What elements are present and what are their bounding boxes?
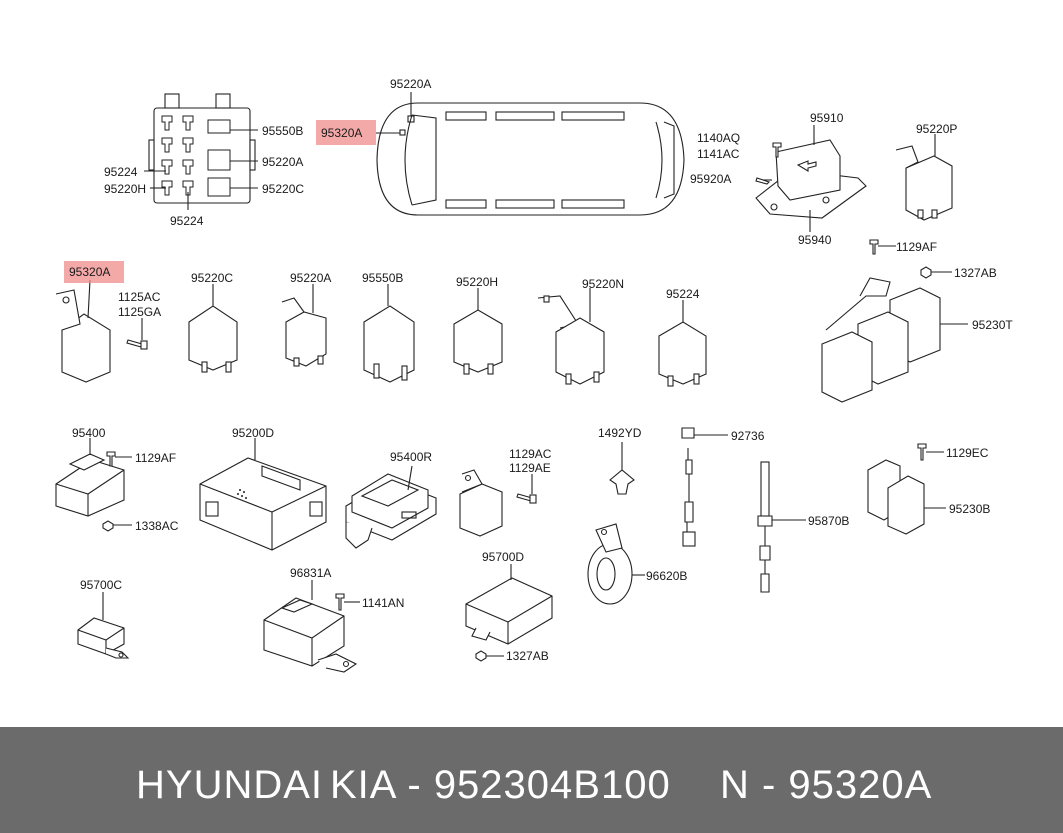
label-95320a-vehicle: 95320A [321, 126, 362, 140]
label-1125ac: 1125AC [118, 290, 161, 304]
module-95700c: 95700C [77, 578, 130, 659]
bolt-1125ac: 1125AC 1125GA [118, 290, 161, 350]
label-95220h: 95220H [456, 275, 498, 289]
label-95220a: 95220A [390, 77, 431, 91]
parts-diagram: 95550B 95220A 95220C 95224 95220H 95224 … [55, 77, 1013, 673]
bolt-1129af-top: 1129AF [869, 239, 937, 255]
label-95220a: 95220A [290, 271, 331, 285]
label-95550b: 95550B [362, 271, 403, 285]
label-95910: 95910 [810, 111, 844, 125]
label-1141an: 1141AN [362, 596, 404, 610]
label-95920a: 95920A [690, 172, 731, 186]
label-95220c: 95220C [191, 271, 233, 285]
label-95940: 95940 [798, 233, 832, 247]
module-95400: 95400 1129AF 1338AC [55, 426, 179, 533]
label-96831a: 96831A [290, 566, 331, 580]
label-1492yd: 1492YD [598, 426, 642, 440]
part-number-footer: HYUNDAI KIA - 952304B100 N - 95320A [0, 727, 1063, 833]
part-number-text: N - 95320A [720, 763, 933, 807]
oem-number-text: KIA - 952304B100 [330, 763, 671, 807]
vehicle-outline: 95220A 95320A [316, 77, 685, 216]
label-95200d: 95200D [232, 426, 274, 440]
relay-small-bracket [459, 469, 503, 537]
label-95400: 95400 [72, 426, 106, 440]
label-1327ab: 1327AB [506, 649, 549, 663]
relay-95220c: 95220C [188, 271, 238, 373]
nut-1327ab-top: 1327AB [920, 266, 997, 280]
label-95220n: 95220N [582, 277, 624, 291]
label-95224: 95224 [170, 214, 204, 228]
label-96620b: 96620B [646, 569, 687, 583]
relay-95220p: 95220P [895, 122, 957, 221]
label-1327ab: 1327AB [954, 266, 997, 280]
horn-96620b: 96620B [587, 523, 687, 605]
module-95200d: 95200D [199, 426, 327, 551]
module-95700d: 95700D 1327AB [465, 550, 553, 663]
label-95700c: 95700C [80, 578, 122, 592]
label-95220p: 95220P [916, 122, 957, 136]
label-95220a: 95220A [262, 155, 303, 169]
label-95320a: 95320A [69, 265, 110, 279]
bolt-1141an: 1141AN [335, 593, 404, 611]
label-1125ga: 1125GA [118, 305, 161, 319]
relay-95224: 95224 [658, 287, 707, 387]
label-95870b: 95870B [808, 514, 849, 528]
module-96831a: 96831A [263, 566, 358, 673]
label-95224: 95224 [666, 287, 700, 301]
label-1129af: 1129AF [896, 240, 937, 254]
relay-95550b: 95550B [362, 271, 415, 383]
bolt-1129ac: 1129AC 1129AE [509, 447, 552, 504]
label-95550b: 95550B [262, 124, 303, 138]
relay-block-95230t: 95230T [821, 277, 1013, 403]
label-1141ac: 1141AC [697, 147, 740, 161]
sensor-95870b: 95870B [757, 461, 849, 593]
label-95220h: 95220H [104, 182, 146, 196]
relay-95230b: 95230B [867, 459, 990, 535]
label-1338ac: 1338AC [135, 519, 179, 533]
label-95224: 95224 [104, 165, 138, 179]
relay-95220n: 95220N [537, 277, 624, 385]
brand-text: HYUNDAI [136, 763, 324, 807]
label-1129ae: 1129AE [509, 461, 551, 475]
label-92736: 92736 [731, 429, 765, 443]
cable-92736: 92736 [681, 427, 765, 547]
relay-95220a: 95220A [281, 271, 331, 367]
highlight-95320a [64, 261, 124, 283]
label-95220c: 95220C [262, 182, 304, 196]
relay-95320a: 95320A [55, 261, 124, 383]
label-1129ec: 1129EC [946, 446, 989, 460]
fuse-relay-box: 95550B 95220A 95220C 95224 95220H 95224 [104, 93, 304, 228]
label-1129ac: 1129AC [509, 447, 552, 461]
label-95230b: 95230B [949, 502, 990, 516]
clip-1492yd: 1492YD [598, 426, 642, 495]
highlight-95320a-vehicle [316, 120, 376, 145]
relay-95220h: 95220H [453, 275, 503, 375]
label-95230t: 95230T [972, 318, 1013, 332]
label-95400r: 95400R [390, 450, 432, 464]
airbag-module-assembly: 95910 1140AQ 1141AC 95920A 95940 [690, 111, 867, 247]
label-1140aq: 1140AQ [697, 131, 740, 145]
bolt-1129ec: 1129EC [917, 443, 989, 461]
label-1129af: 1129AF [135, 451, 176, 465]
module-95400r: 95400R [345, 450, 437, 549]
label-95700d: 95700D [482, 550, 524, 564]
